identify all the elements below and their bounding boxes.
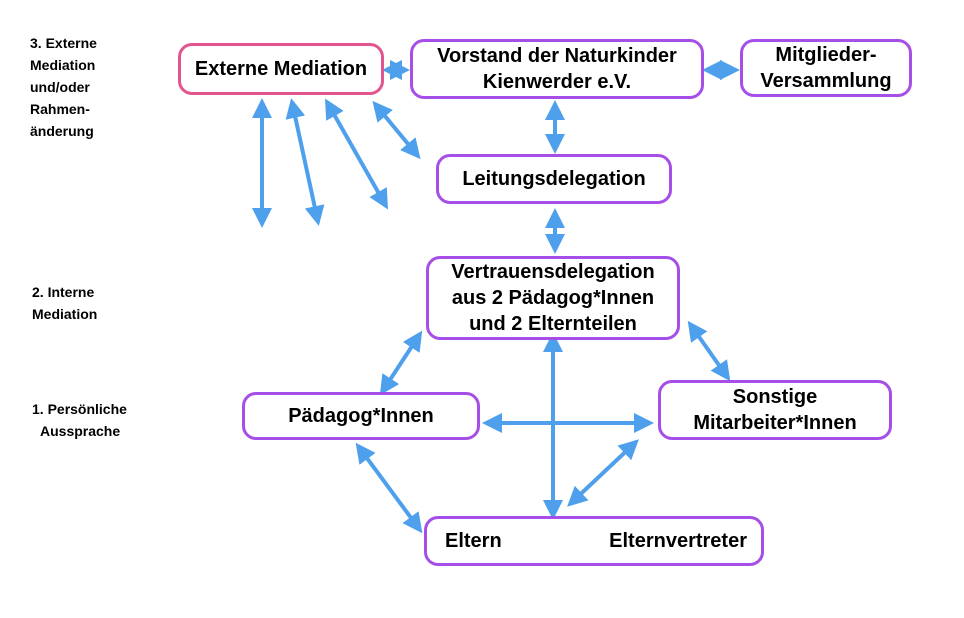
node-vorstand-line: Kienwerder e.V.	[482, 71, 632, 93]
node-vertrauensdelegation: Vertrauensdelegation aus 2 Pädagog*Innen…	[426, 256, 680, 340]
level-label-1-line: Aussprache	[40, 423, 121, 439]
node-sonstige-mitarbeiter-line: Sonstige	[732, 386, 818, 408]
level-label-1-line: 1. Persönliche	[32, 401, 127, 417]
level-label-1: 1. Persönliche Aussprache	[32, 398, 127, 442]
node-leitungsdelegation: Leitungsdelegation	[436, 154, 672, 204]
level-label-2-line: 2. Interne	[32, 284, 95, 300]
node-eltern-label: Eltern	[445, 530, 502, 552]
node-paedagoginnen: Pädagog*Innen	[242, 392, 480, 440]
node-mitgliederversammlung-line: Mitglieder-	[775, 44, 877, 66]
node-vorstand: Vorstand der Naturkinder Kienwerder e.V.	[410, 39, 704, 99]
arrow-externe-mediation-4	[372, 100, 421, 160]
arrow-vertrauensdelegation-paedagoginnen	[379, 330, 423, 396]
node-sonstige-mitarbeiter-line: Mitarbeiter*Innen	[693, 412, 857, 434]
arrow-vertrauensdelegation-sonstige	[687, 320, 731, 382]
arrow-paedagoginnen-eltern	[355, 442, 423, 534]
arrow-externe-mediation-2	[285, 98, 325, 226]
level-label-3-line: Mediation	[30, 57, 96, 73]
node-vertrauensdelegation-line: Vertrauensdelegation	[451, 261, 655, 283]
level-label-3-line: änderung	[30, 123, 94, 139]
arrow-sonstige-eltern	[567, 439, 639, 507]
level-label-3-line: und/oder	[30, 79, 90, 95]
node-paedagoginnen-label: Pädagog*Innen	[288, 405, 434, 427]
node-eltern-elternvertreter: Eltern Elternvertreter	[424, 516, 764, 566]
node-vorstand-line: Vorstand der Naturkinder	[437, 45, 677, 67]
level-label-3: 3. Externe Mediation und/oder Rahmen- än…	[30, 32, 97, 142]
level-label-3-line: 3. Externe	[30, 35, 97, 51]
node-mitgliederversammlung: Mitglieder- Versammlung	[740, 39, 912, 97]
node-vertrauensdelegation-line: aus 2 Pädagog*Innen	[451, 287, 655, 309]
node-elternvertreter-label: Elternvertreter	[609, 530, 747, 552]
node-mitgliederversammlung-line: Versammlung	[760, 70, 892, 92]
node-sonstige-mitarbeiter: Sonstige Mitarbeiter*Innen	[658, 380, 892, 440]
level-label-2-line: Mediation	[32, 306, 98, 322]
level-label-2: 2. Interne Mediation	[32, 281, 97, 325]
node-externe-mediation-label: Externe Mediation	[194, 58, 368, 80]
arrow-externe-mediation-3	[325, 98, 388, 210]
node-leitungsdelegation-label: Leitungsdelegation	[462, 168, 646, 190]
node-externe-mediation: Externe Mediation	[178, 43, 384, 95]
node-vertrauensdelegation-line: und 2 Elternteilen	[469, 313, 637, 335]
level-label-3-line: Rahmen-	[30, 101, 90, 117]
